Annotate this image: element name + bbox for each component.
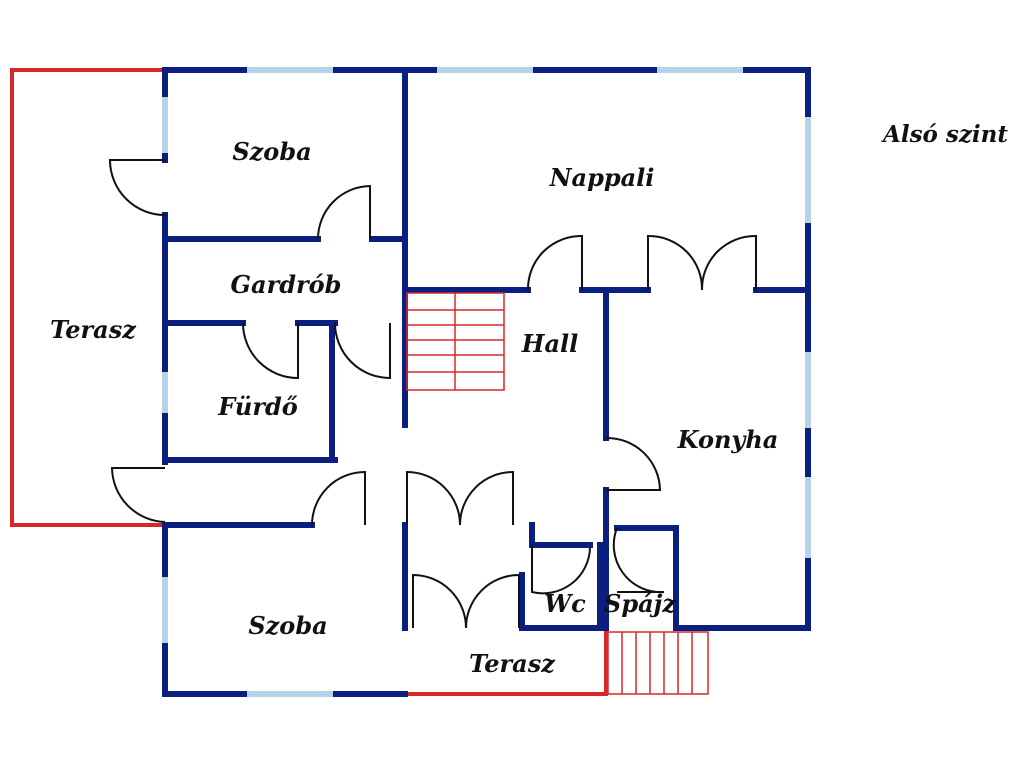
room-label-nappali: Nappali [549,163,655,192]
room-label-szoba-bottom: Szoba [248,611,327,640]
room-label-gardrob: Gardrób [231,270,342,299]
terrace-bottom-outline [403,626,608,696]
staircase-exterior [607,631,709,695]
terrace-left-outline [10,68,167,527]
level-label: Alsó szint [881,121,1008,148]
room-label-furdo: Fürdő [217,392,298,421]
room-label-szoba-top: Szoba [232,137,311,166]
staircase-hall [406,292,505,391]
room-label-hall: Hall [521,329,578,358]
doors [108,159,757,629]
windows [162,67,811,697]
room-label-konyha: Konyha [677,425,779,454]
room-label-wc: Wc [544,589,586,618]
room-label-terasz-left: Terasz [50,315,137,344]
room-label-spajz: Spájz [604,589,677,618]
room-label-terasz-bottom: Terasz [469,649,556,678]
